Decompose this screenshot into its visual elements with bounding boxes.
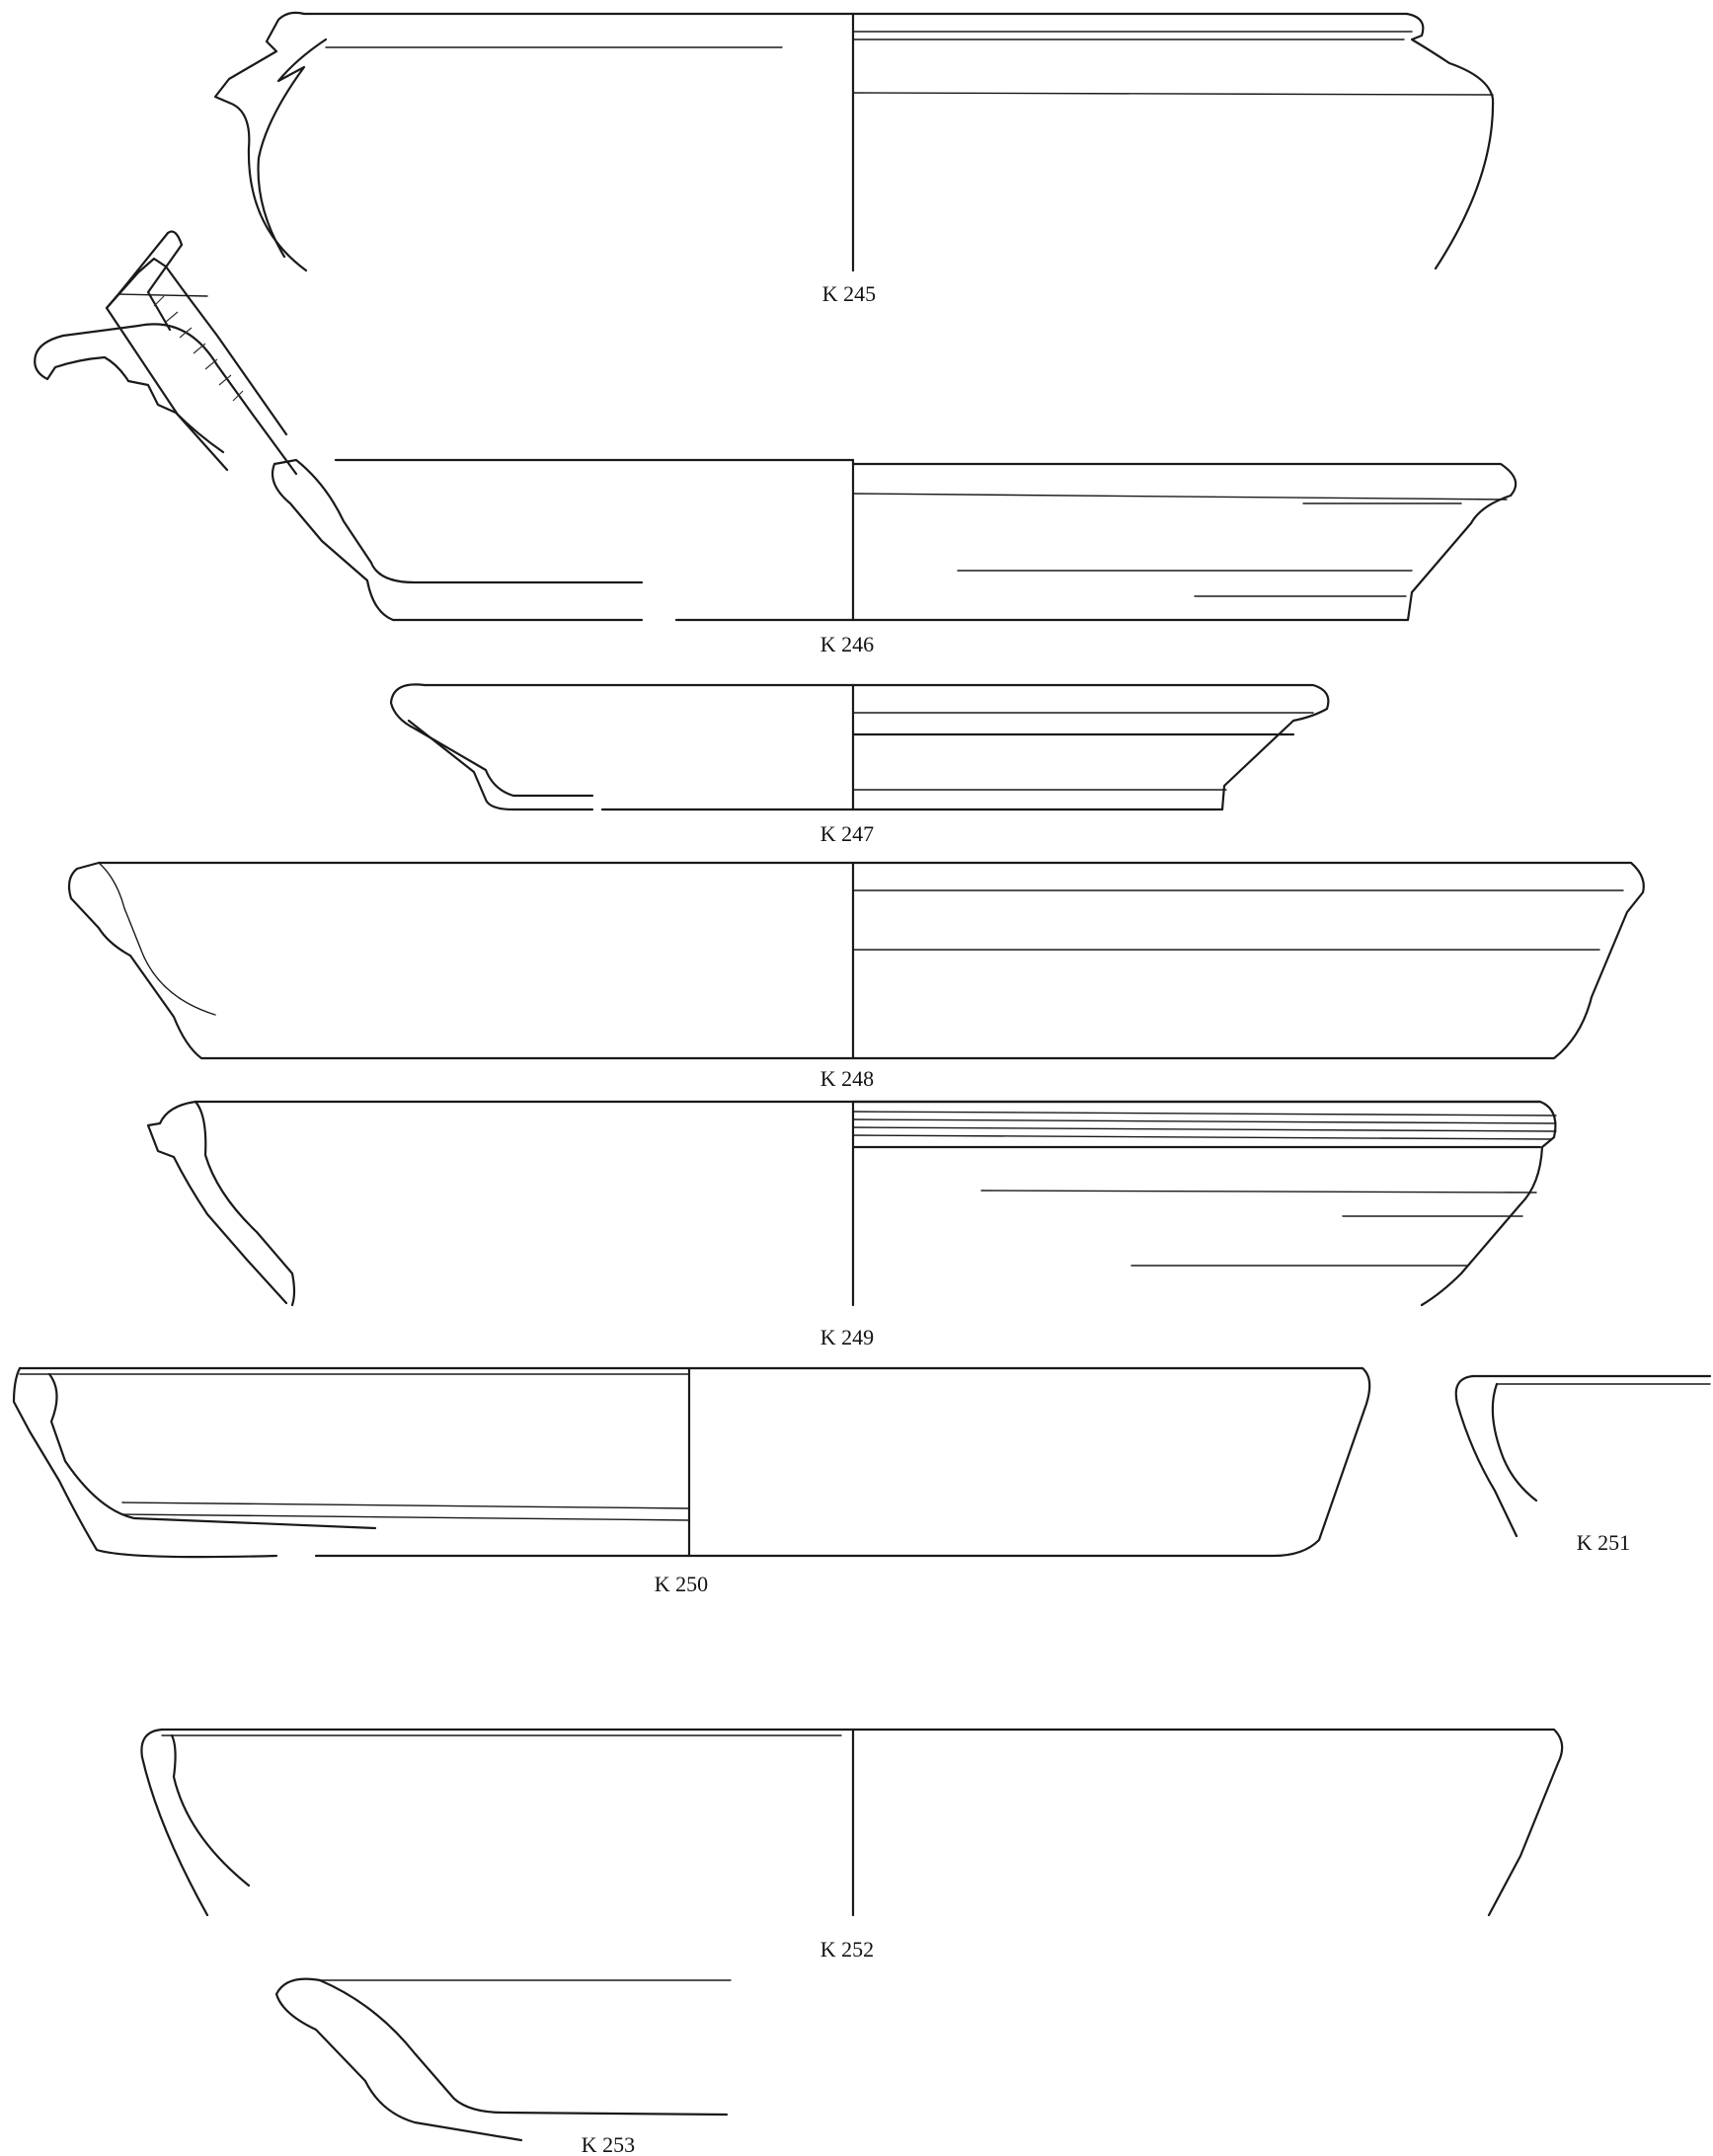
label-k245: K 245 [822, 281, 876, 306]
label-k246: K 246 [820, 632, 874, 656]
vessel-k251 [1454, 1374, 1712, 1538]
vessel-k246 [34, 230, 1518, 622]
label-k251: K 251 [1577, 1530, 1630, 1555]
vessel-k247 [389, 683, 1330, 811]
label-k248: K 248 [820, 1066, 874, 1091]
vessel-k249 [146, 1100, 1557, 1307]
vessel-k245 [213, 11, 1495, 272]
vessel-k252 [140, 1728, 1564, 1917]
label-k247: K 247 [820, 821, 874, 846]
label-k253: K 253 [582, 2132, 635, 2156]
label-k252: K 252 [820, 1937, 874, 1962]
vessel-k253 [274, 1977, 732, 2142]
label-k250: K 250 [655, 1572, 708, 1596]
vessel-k248 [67, 861, 1645, 1060]
vessel-k250 [12, 1366, 1371, 1559]
label-k249: K 249 [820, 1325, 874, 1349]
